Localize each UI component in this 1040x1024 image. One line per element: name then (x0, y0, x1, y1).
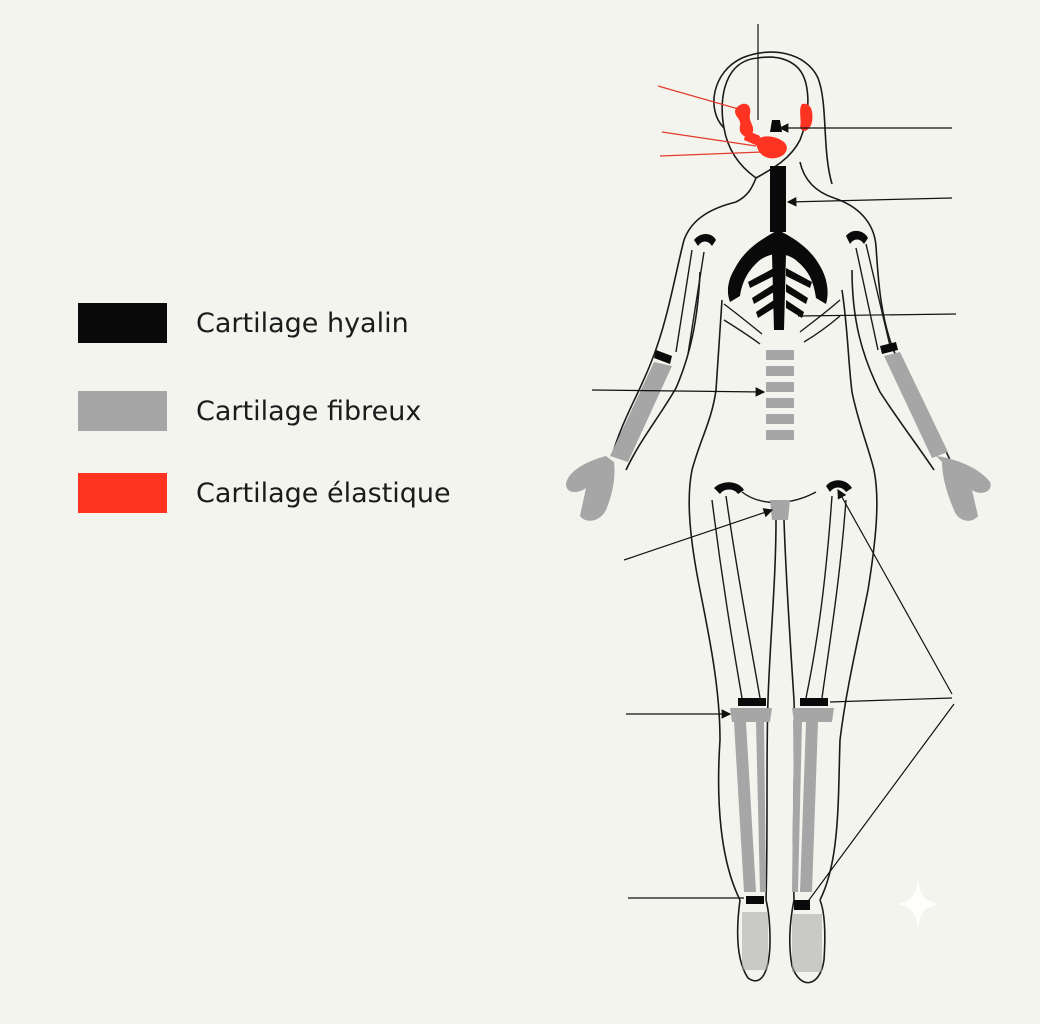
pointer-knee-right (829, 697, 953, 703)
hyaline-cartilage (654, 120, 898, 910)
forearm-right (884, 352, 948, 458)
ankle-left (746, 896, 764, 904)
epiglottis (756, 136, 787, 159)
meniscus-right (792, 708, 834, 722)
pointer-ankle-right (805, 703, 955, 905)
hip-joint-left (714, 482, 744, 494)
ankle-right (794, 900, 810, 910)
hand-right (936, 456, 991, 521)
knee-right (800, 698, 828, 706)
humerus-left (675, 249, 705, 355)
trachea (770, 166, 786, 232)
pointer-lines (591, 24, 957, 905)
legend-swatch-hyaline (78, 303, 167, 343)
legend-label-elastic: Cartilage élastique (196, 477, 451, 509)
elastic-cartilage (735, 103, 813, 159)
intervertebral-discs (766, 350, 794, 440)
knee-left (738, 698, 766, 706)
hair-outline (713, 51, 833, 185)
toes-right (792, 914, 822, 972)
ear-cartilage-left (735, 103, 754, 137)
legend-item-hyaline: Cartilage hyalin (78, 303, 409, 343)
legend-label-fibrous: Cartilage fibreux (196, 395, 422, 427)
neck-right (799, 161, 835, 199)
rib-lines (723, 299, 841, 345)
hand-left (566, 456, 615, 521)
arm-inner-right (851, 269, 935, 471)
legend-swatch-fibrous (78, 391, 167, 431)
body-outline (611, 51, 951, 984)
fibula-right (792, 722, 802, 892)
pointer-costal (797, 313, 957, 317)
costal-cartilage-right (786, 268, 812, 318)
pointer-disc (591, 387, 766, 397)
leg-inner-left (765, 519, 777, 901)
femur-left (711, 495, 761, 699)
foot-right (789, 899, 826, 984)
sparkle-icon (896, 880, 940, 928)
pointer-trachea (786, 196, 953, 207)
shoulder-joint-right (846, 230, 868, 244)
legend-item-fibrous: Cartilage fibreux (78, 391, 421, 431)
meniscus-left (730, 708, 772, 722)
elbow-right (880, 342, 898, 354)
legend-item-elastic: Cartilage élastique (78, 473, 451, 513)
costal-cartilage-left (748, 268, 774, 318)
pointer-ear-2 (661, 131, 757, 147)
pointer-pubic (623, 508, 774, 561)
hip-joint-right (826, 480, 852, 492)
nose-cartilage (770, 120, 782, 132)
legend-swatch-elastic (78, 473, 167, 513)
forearm-left (610, 362, 672, 462)
leg-outer-left (688, 469, 741, 901)
waist-left (691, 299, 723, 471)
waist-right (841, 289, 875, 471)
leg-outer-right (819, 469, 878, 901)
bronchi (727, 230, 828, 304)
fibrous-cartilage (566, 350, 991, 972)
elbow-left (654, 350, 672, 364)
ear-cartilage-left-2 (744, 130, 760, 146)
foot-left (736, 899, 771, 982)
toes-left (742, 912, 768, 970)
pubic-symphysis (770, 500, 790, 520)
legend-label-hyaline: Cartilage hyalin (196, 307, 409, 339)
pointer-epiglottis (659, 151, 763, 157)
pointer-hip-right (837, 488, 953, 695)
torso-left (611, 201, 737, 457)
pointer-ear-1 (657, 85, 743, 111)
head-outline (721, 56, 809, 179)
tibia-right (800, 722, 818, 892)
ear-cartilage-right (800, 103, 813, 131)
arm-inner-left (625, 271, 701, 471)
tibia-left (734, 722, 756, 892)
fibula-left (756, 722, 766, 892)
sternum (772, 254, 786, 330)
humerus-right (855, 243, 891, 351)
femur-right (805, 495, 847, 699)
neck-left (735, 177, 757, 203)
shoulder-joint-left (694, 234, 716, 246)
